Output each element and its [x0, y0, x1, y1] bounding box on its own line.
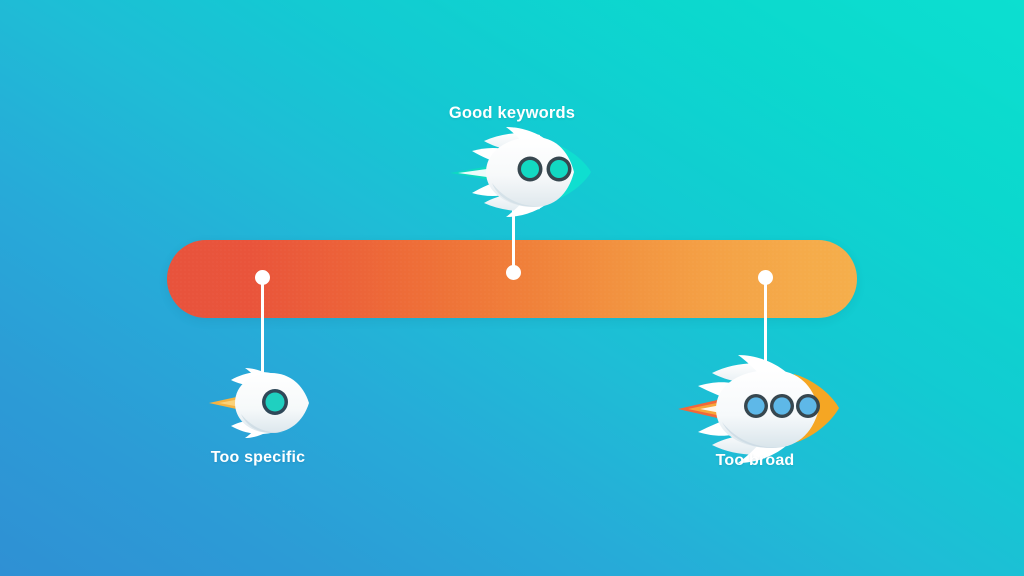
connector-line — [512, 206, 515, 270]
rocket-body-shade — [722, 422, 782, 448]
rocket-body-shade — [241, 414, 283, 434]
rocket-window-glass — [521, 160, 539, 178]
rocket-window-glass — [265, 392, 285, 412]
rocket-window-glass — [747, 397, 765, 415]
rocket-icon-too-broad — [672, 350, 844, 468]
rocket-window-glass — [550, 160, 568, 178]
connector-dot — [758, 270, 773, 285]
rocket-body-shade — [492, 183, 540, 207]
connector-dot — [506, 265, 521, 280]
connector-dot — [255, 270, 270, 285]
connector-line — [764, 277, 767, 369]
connector-line — [261, 277, 264, 373]
rocket-icon-good-keywords — [448, 121, 596, 223]
label-too-broad: Too broad — [715, 452, 795, 469]
rocket-window-glass — [799, 397, 817, 415]
rocket-window-glass — [773, 397, 791, 415]
label-too-specific: Too specific — [210, 449, 306, 466]
label-good-keywords: Good keywords — [448, 104, 576, 122]
rocket-icon-too-specific — [197, 358, 322, 448]
